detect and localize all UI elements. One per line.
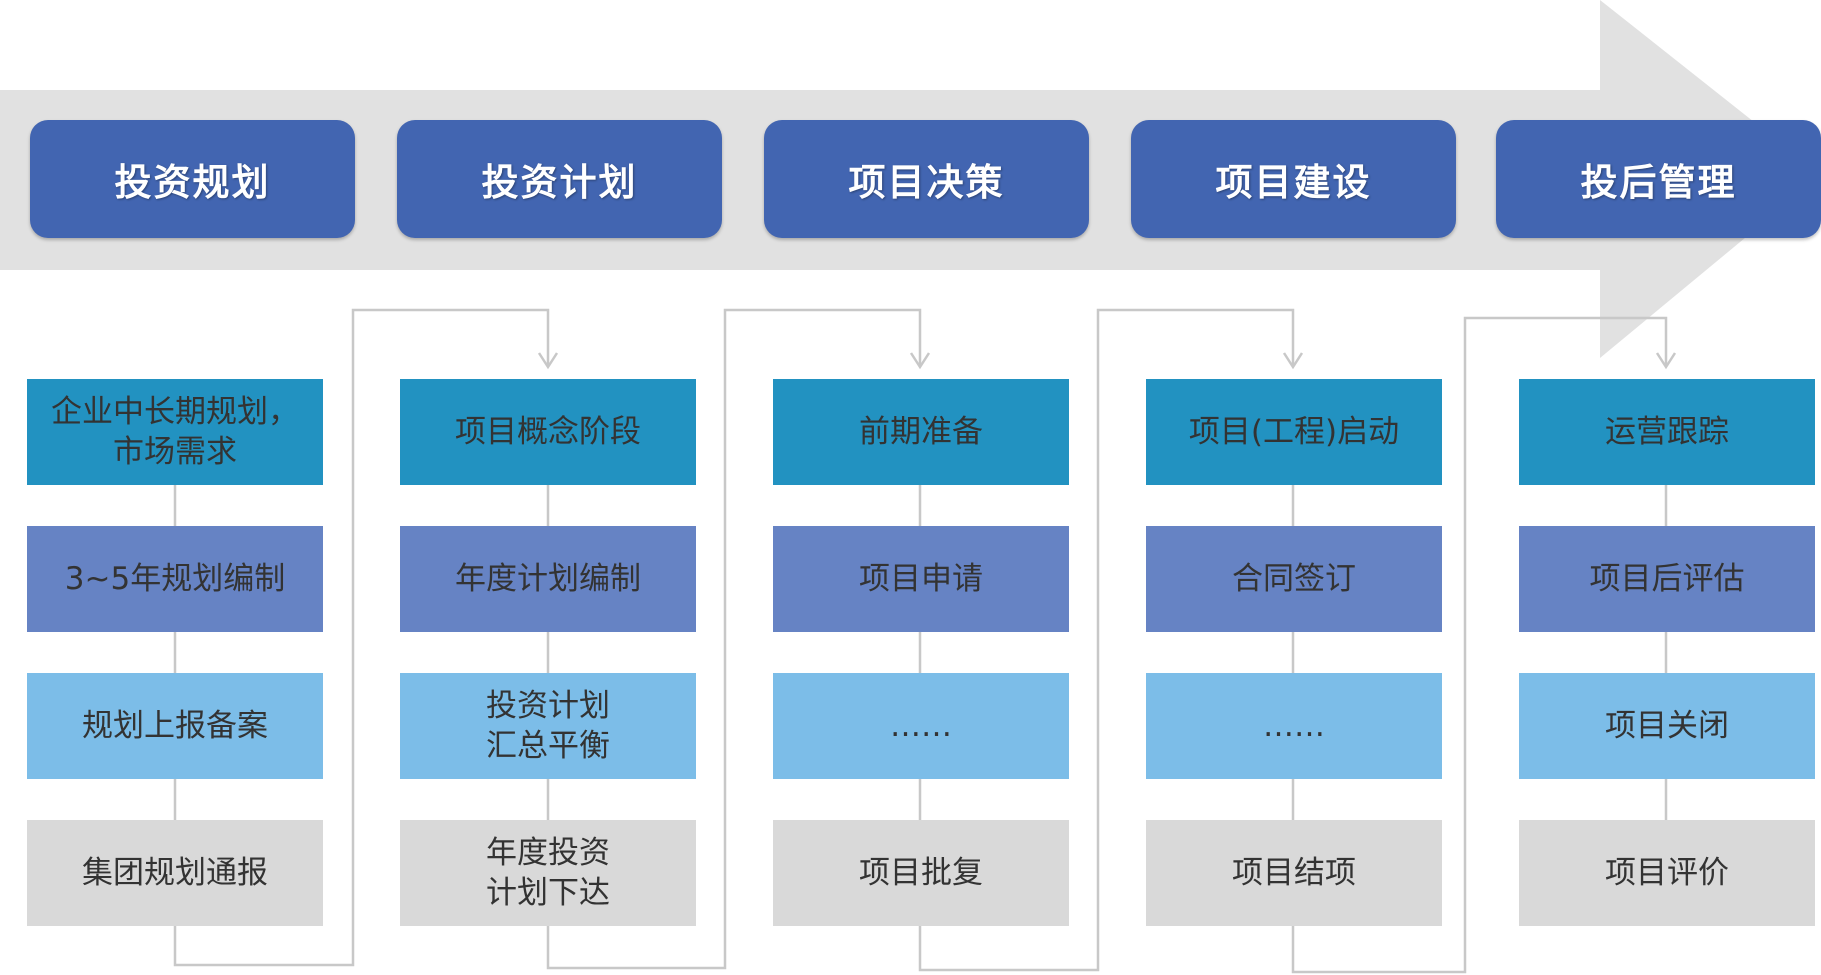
step-box: 项目批复 <box>773 820 1069 926</box>
step-label: 前期准备 <box>859 414 983 450</box>
step-box: 项目评价 <box>1519 820 1815 926</box>
step-label: 运营跟踪 <box>1605 414 1729 450</box>
flow-connector <box>918 308 1295 972</box>
flow-arrowhead <box>909 352 931 370</box>
step-label: 集团规划通报 <box>82 855 268 891</box>
step-box: …… <box>1146 673 1442 779</box>
step-box: 3~5年规划编制 <box>27 526 323 632</box>
step-box: 规划上报备案 <box>27 673 323 779</box>
step-label: 项目申请 <box>859 561 983 597</box>
step-label: 3~5年规划编制 <box>64 561 286 597</box>
phase-investment-planning: 投资规划 <box>30 120 355 238</box>
step-box: 年度计划编制 <box>400 526 696 632</box>
step-label: 项目概念阶段 <box>455 414 641 450</box>
phase-label: 投后管理 <box>1580 161 1737 204</box>
step-label: 合同签订 <box>1232 561 1356 597</box>
phase-label: 项目建设 <box>1215 161 1372 204</box>
flow-arrowhead <box>537 352 559 370</box>
flow-connector <box>546 308 922 970</box>
step-label: 年度计划编制 <box>455 561 641 597</box>
step-label: 项目后评估 <box>1589 561 1745 597</box>
step-box: 运营跟踪 <box>1519 379 1815 485</box>
step-box: 项目后评估 <box>1519 526 1815 632</box>
step-label: 项目结项 <box>1232 855 1356 891</box>
flow-arrowhead <box>1282 352 1304 370</box>
step-box: 项目申请 <box>773 526 1069 632</box>
step-label: 项目关闭 <box>1605 708 1729 744</box>
step-label: 项目(工程)启动 <box>1188 414 1400 450</box>
step-box: 年度投资 计划下达 <box>400 820 696 926</box>
step-box: 项目(工程)启动 <box>1146 379 1442 485</box>
phase-investment-plan: 投资计划 <box>397 120 722 238</box>
flow-connector <box>1291 316 1668 974</box>
phase-label: 投资规划 <box>114 161 271 204</box>
step-box: 投资计划 汇总平衡 <box>400 673 696 779</box>
step-label: 企业中长期规划， 市场需求 <box>51 394 299 470</box>
step-box: 项目结项 <box>1146 820 1442 926</box>
phase-post-investment-management: 投后管理 <box>1496 120 1821 238</box>
phase-project-construction: 项目建设 <box>1131 120 1456 238</box>
step-label: 规划上报备案 <box>82 708 268 744</box>
step-box: 前期准备 <box>773 379 1069 485</box>
flow-connector <box>173 308 550 967</box>
step-label: …… <box>1263 708 1325 744</box>
step-label: 项目评价 <box>1605 855 1729 891</box>
phase-project-decision: 项目决策 <box>764 120 1089 238</box>
step-label: 年度投资 计划下达 <box>486 835 610 911</box>
flow-arrowhead <box>1655 352 1677 370</box>
step-box: …… <box>773 673 1069 779</box>
phase-label: 投资计划 <box>481 161 638 204</box>
step-box: 集团规划通报 <box>27 820 323 926</box>
step-label: …… <box>890 708 952 744</box>
step-box: 合同签订 <box>1146 526 1442 632</box>
step-box: 企业中长期规划， 市场需求 <box>27 379 323 485</box>
step-box: 项目关闭 <box>1519 673 1815 779</box>
step-label: 项目批复 <box>859 855 983 891</box>
phase-label: 项目决策 <box>848 161 1005 204</box>
step-label: 投资计划 汇总平衡 <box>486 688 610 764</box>
step-box: 项目概念阶段 <box>400 379 696 485</box>
